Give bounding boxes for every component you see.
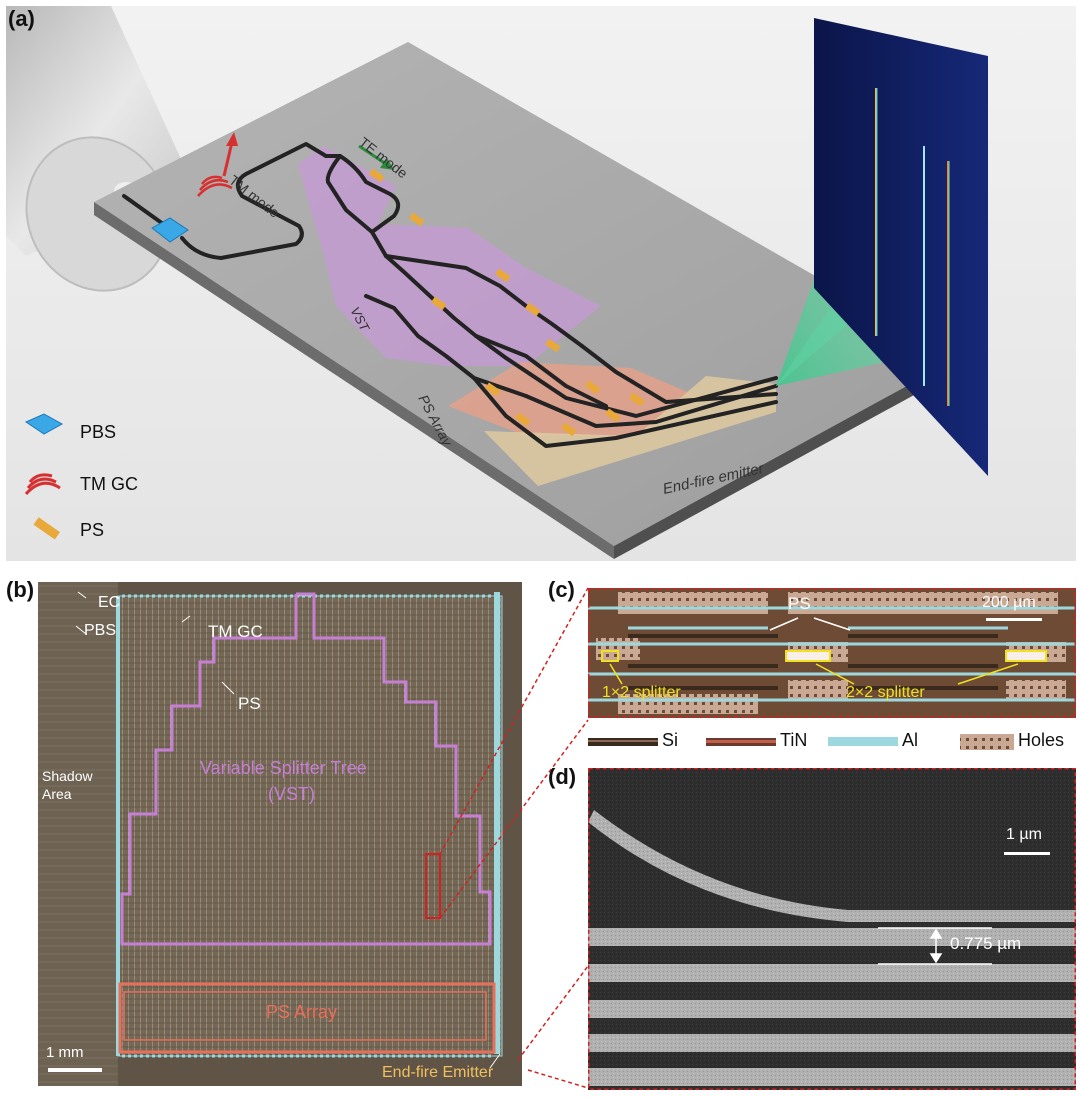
legend-holes: Holes xyxy=(1018,730,1065,750)
ps-label-c: PS xyxy=(788,594,811,613)
end-fire-label-b: End-fire Emitter xyxy=(382,1064,494,1081)
panel-a-label: (a) xyxy=(8,6,35,31)
tm-gc-icon xyxy=(197,175,233,197)
straight-waveguides xyxy=(588,928,1076,1086)
splitter-2x2-label: 2×2 splitter xyxy=(846,684,925,701)
legend-pbs: PBS xyxy=(24,413,116,442)
te-mode-arrow xyxy=(358,144,394,170)
scale-bar-b xyxy=(48,1068,102,1072)
shadow-label-1: Shadow xyxy=(42,768,93,784)
svg-text:PBS: PBS xyxy=(80,422,116,442)
legend-si: Si xyxy=(662,730,679,750)
vst-label-b1: Variable Splitter Tree xyxy=(200,758,367,778)
legend-ps: PS xyxy=(33,517,104,540)
vst-region xyxy=(298,146,601,366)
splitter-1x2-box xyxy=(601,650,619,662)
panel-c: PS 200 µm 1×2 splitter 2×2 splitter xyxy=(588,588,1076,718)
end-fire-region xyxy=(484,376,776,486)
ec-label: EC xyxy=(98,594,121,611)
annotation-arrows xyxy=(75,591,501,1069)
pbs-block xyxy=(151,217,189,243)
far-field-screen xyxy=(814,18,988,476)
pbs-label-b: PBS xyxy=(84,622,117,639)
scale-bar-d xyxy=(1004,852,1050,855)
legend-tm-gc: TM GC xyxy=(24,473,138,496)
tm-gc-label-b: TM GC xyxy=(208,622,263,641)
ps-array-outline xyxy=(118,982,496,1054)
panel-c-micrograph xyxy=(588,588,1076,718)
pitch-marker xyxy=(878,927,992,965)
svg-text:PS: PS xyxy=(80,520,104,540)
panel-c-label: (c) xyxy=(548,577,575,602)
scale-bar-c xyxy=(986,618,1042,621)
panel-a: TE mode TM mode VST PS Array End-fire em… xyxy=(6,6,1076,561)
panel-d-label: (d) xyxy=(548,764,577,789)
ps-label-b: PS xyxy=(238,694,261,713)
materials-legend-swatches xyxy=(588,734,1014,750)
scale-bar-c-label: 200 µm xyxy=(982,594,1036,611)
svg-text:TM GC: TM GC xyxy=(80,474,138,494)
vst-outline xyxy=(120,592,492,946)
sem-image xyxy=(588,768,1076,1090)
legend-al: Al xyxy=(902,730,919,750)
panel-d: 1 µm 0.775 µm xyxy=(588,768,1076,1090)
splitter-2x2-box-1 xyxy=(785,650,831,662)
panel-b-label: (b) xyxy=(6,577,35,602)
shadow-label-2: Area xyxy=(42,786,72,802)
scale-bar-b-label: 1 mm xyxy=(46,1044,84,1061)
splitter-2x2-box-2 xyxy=(1005,650,1047,662)
curved-waveguide xyxy=(588,810,1076,922)
panel-a-illustration: TE mode TM mode VST PS Array End-fire em… xyxy=(6,6,1076,561)
scale-bar-d-label: 1 µm xyxy=(1006,826,1042,843)
tm-mode-arrow xyxy=(222,132,238,177)
splitter-1x2-label: 1×2 splitter xyxy=(602,684,681,701)
pitch-label: 0.775 µm xyxy=(950,934,1022,953)
ps-array-label-b: PS Array xyxy=(266,1002,338,1022)
splitter-arrows-c xyxy=(609,663,1019,685)
ps-arrows-c xyxy=(769,617,851,631)
legend-tin: TiN xyxy=(780,730,808,750)
phase-shifters xyxy=(368,168,645,437)
materials-legend: Si TiN Al Holes xyxy=(588,728,1076,756)
vst-label-b2: (VST) xyxy=(268,784,315,804)
panel-b: EC PBS TM GC PS Variable Splitter Tree (… xyxy=(38,582,522,1086)
